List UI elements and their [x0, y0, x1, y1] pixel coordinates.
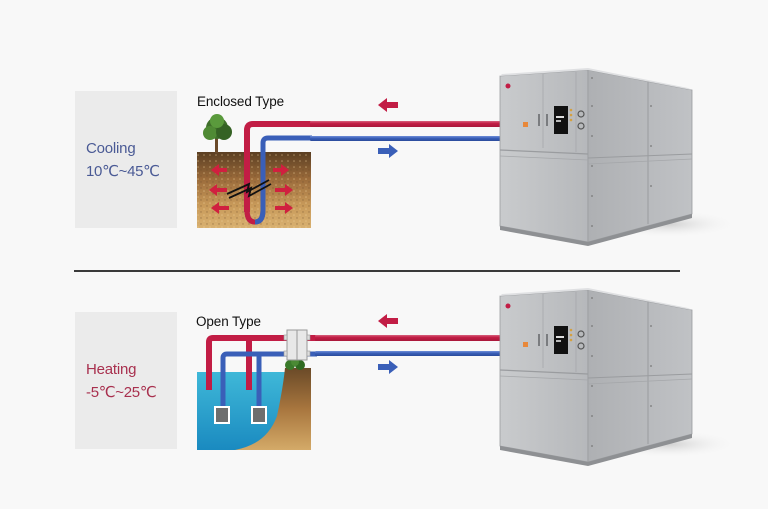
open-water-illustration — [197, 328, 317, 450]
hot-water-pipe-heating — [315, 335, 502, 341]
cooling-label-box: Cooling 10℃~45℃ — [75, 91, 177, 228]
heat-pump-unit-bottom — [498, 286, 738, 486]
heating-temperature-range: -5℃~25℃ — [86, 384, 157, 401]
heating-mode-label: Heating — [86, 361, 137, 378]
cold-water-pipe-cooling — [310, 136, 502, 141]
heating-label-box: Heating -5℃~25℃ — [75, 312, 177, 449]
open-type-title: Open Type — [196, 314, 261, 329]
cooling-mode-label: Cooling — [86, 140, 136, 157]
cooling-temperature-range: 10℃~45℃ — [86, 163, 160, 180]
cold-water-pipe-heating — [315, 351, 502, 356]
enclosed-type-title: Enclosed Type — [197, 94, 285, 109]
arrow-right-blue-icon — [378, 144, 400, 158]
ground-loop-illustration — [197, 112, 312, 228]
hot-water-pipe-cooling — [310, 121, 502, 127]
heat-pump-unit-top — [498, 66, 738, 266]
arrow-right-blue-icon — [378, 360, 400, 374]
section-divider — [74, 270, 680, 272]
arrow-left-red-icon — [378, 98, 400, 112]
arrow-left-red-icon — [378, 314, 400, 328]
